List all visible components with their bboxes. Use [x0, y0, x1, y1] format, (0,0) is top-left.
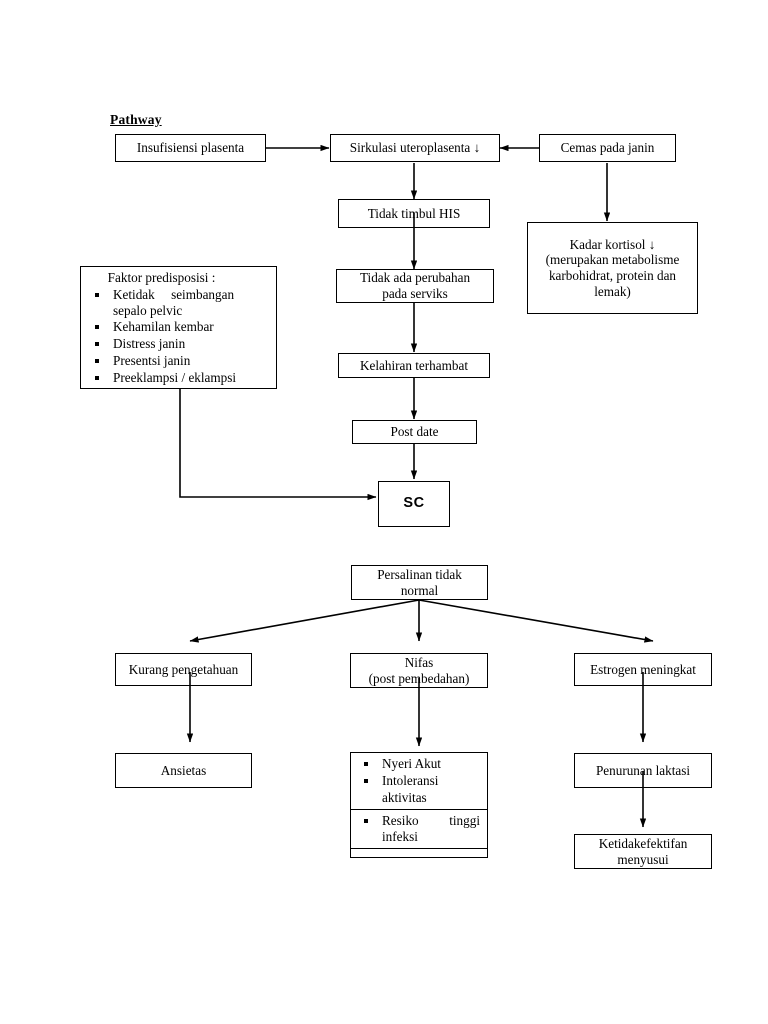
node-persalinan-tidak-normal[interactable]: Persalinan tidak normal	[351, 565, 488, 600]
list-item-text: Resiko	[382, 812, 419, 828]
list-item: Nyeri Akut	[356, 756, 482, 772]
list-item: Preeklampsi / eklampsi	[87, 370, 236, 386]
list-item-continuation: sepalo pelvic	[113, 303, 183, 319]
node-label-block: Ketidakefektifan menyusui	[579, 836, 707, 867]
node-cemas-pada-janin[interactable]: Cemas pada janin	[539, 134, 676, 162]
nifas-line-1: Nifas	[404, 654, 434, 670]
list-item-text-right: seimbangan	[171, 286, 235, 302]
page-title: Pathway	[110, 112, 162, 127]
table-row: Resiko tinggi infeksi	[351, 810, 487, 850]
node-label: Cemas pada janin	[560, 140, 655, 156]
perubahan-line-1: Tidak ada perubahan	[359, 270, 471, 286]
node-kurang-pengetahuan[interactable]: Kurang pengetahuan	[115, 653, 252, 686]
node-ketidakefektifan-menyusui[interactable]: Ketidakefektifan menyusui	[574, 834, 712, 869]
node-label: Tidak timbul HIS	[367, 205, 461, 221]
nifas-line-2: (post pembedahan)	[368, 670, 470, 686]
masalah-nifas-list-2: Resiko tinggi infeksi	[356, 813, 482, 846]
node-faktor-predisposisi[interactable]: Faktor predisposisi : Ketidak seimbangan…	[80, 266, 277, 389]
list-item-continuation: aktivitas	[382, 789, 427, 805]
node-label-block: Tidak ada perubahan pada serviks	[341, 270, 489, 301]
node-label: SC	[403, 495, 425, 512]
node-label: Estrogen meningkat	[590, 661, 696, 677]
node-post-date[interactable]: Post date	[352, 420, 477, 444]
masalah-nifas-list-1: Nyeri Akut Intoleransi aktivitas	[356, 756, 482, 806]
node-estrogen-meningkat[interactable]: Estrogen meningkat	[574, 653, 712, 686]
list-item: Resiko tinggi	[356, 813, 482, 829]
node-kelahiran-terhambat[interactable]: Kelahiran terhambat	[338, 353, 490, 378]
node-tidak-timbul-his[interactable]: Tidak timbul HIS	[338, 199, 490, 228]
node-label: Penurunan laktasi	[595, 762, 691, 778]
faktor-predisposisi-content: Faktor predisposisi : Ketidak seimbangan…	[81, 267, 242, 389]
list-item-continuation: infeksi	[382, 829, 418, 845]
node-label-block: Nifas (post pembedahan)	[355, 655, 483, 686]
table-row: Nyeri Akut Intoleransi aktivitas	[351, 753, 487, 810]
list-item: Ketidak seimbangan	[87, 287, 236, 303]
node-ansietas[interactable]: Ansietas	[115, 753, 252, 788]
kadar-kortisol-line-4: lemak)	[594, 283, 631, 299]
list-item: Kehamilan kembar	[87, 319, 236, 335]
edge-faktor-predisposisi-to-sc	[179, 389, 377, 501]
node-sc[interactable]: SC	[378, 481, 450, 527]
ketidakefektifan-line-1: Ketidakefektifan	[598, 835, 688, 851]
perubahan-line-2: pada serviks	[382, 286, 448, 301]
kadar-kortisol-line-2: (merupakan metabolisme	[545, 252, 680, 268]
ketidakefektifan-line-2: menyusui	[617, 851, 669, 867]
node-nifas[interactable]: Nifas (post pembedahan)	[350, 653, 488, 688]
node-label: Kurang pengetahuan	[128, 661, 239, 677]
kadar-kortisol-line-3: karbohidrat, protein dan	[548, 268, 677, 283]
edge-persalinan-to-estrogen	[418, 599, 654, 643]
node-penurunan-laktasi[interactable]: Penurunan laktasi	[574, 753, 712, 788]
faktor-predisposisi-heading: Faktor predisposisi :	[107, 270, 216, 285]
list-item: Distress janin	[87, 336, 236, 352]
edge-persalinan-to-kurang-pengetahuan	[189, 599, 420, 643]
list-item-text: Nyeri Akut	[382, 756, 441, 771]
faktor-predisposisi-list: Ketidak seimbangan sepalo pelvic Kehamil…	[87, 287, 236, 386]
node-label: Sirkulasi uteroplasenta ↓	[349, 140, 481, 156]
list-item-text: Preeklampsi / eklampsi	[113, 369, 237, 385]
node-kadar-kortisol[interactable]: Kadar kortisol ↓ (merupakan metabolisme …	[527, 222, 698, 314]
list-item-text: Distress janin	[113, 336, 186, 352]
node-masalah-nifas-table[interactable]: Nyeri Akut Intoleransi aktivitas Resiko …	[350, 752, 488, 859]
node-label-block: Persalinan tidak normal	[356, 567, 483, 598]
node-tidak-ada-perubahan-pada-serviks[interactable]: Tidak ada perubahan pada serviks	[336, 269, 494, 303]
node-insufisiensi-plasenta[interactable]: Insufisiensi plasenta	[115, 134, 266, 162]
node-label: Post date	[390, 424, 439, 440]
list-item-text-right: tinggi	[449, 812, 480, 828]
node-label: Ansietas	[160, 762, 207, 778]
list-item-text: Presentsi janin	[113, 352, 191, 368]
kadar-kortisol-line-1: Kadar kortisol ↓	[569, 236, 656, 252]
node-sirkulasi-uteroplasenta[interactable]: Sirkulasi uteroplasenta ↓	[330, 134, 500, 162]
list-item-text: Ketidak	[113, 286, 155, 302]
node-label: Insufisiensi plasenta	[136, 140, 245, 156]
node-label-block: Kadar kortisol ↓ (merupakan metabolisme …	[532, 237, 693, 299]
list-item: Presentsi janin	[87, 353, 236, 369]
list-item-text: Intoleransi	[382, 772, 439, 788]
table-row-empty	[351, 849, 487, 859]
persalinan-line-1: Persalinan tidak	[377, 566, 462, 582]
list-item: Intoleransi	[356, 773, 482, 789]
node-label: Kelahiran terhambat	[359, 357, 468, 373]
persalinan-line-2: normal	[400, 582, 439, 598]
list-item-text: Kehamilan kembar	[113, 319, 214, 335]
